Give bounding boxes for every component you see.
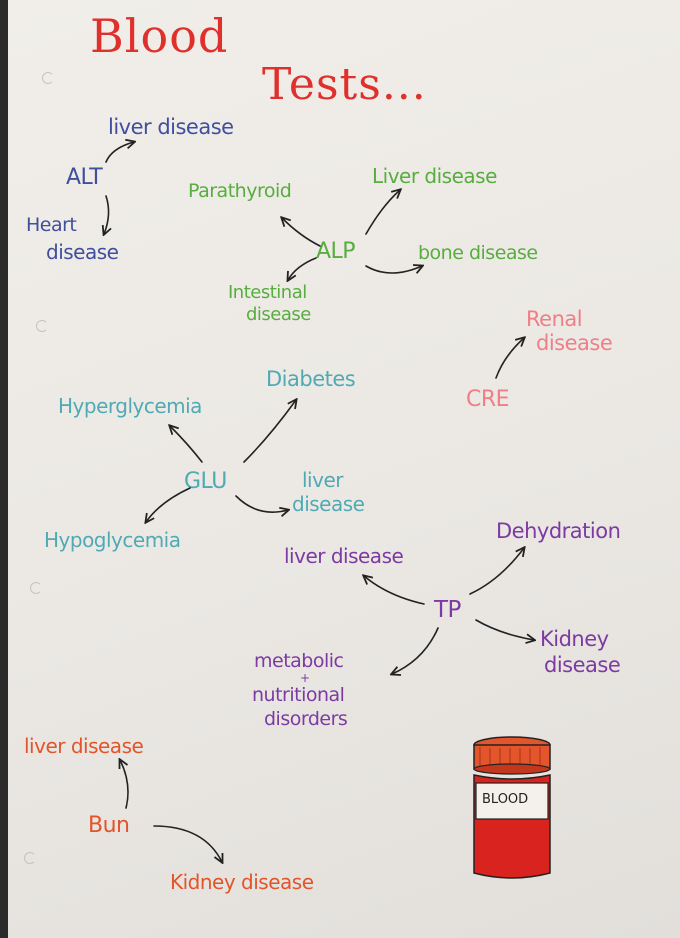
glu-target-liver-disease: disease [292,492,365,516]
cre-target-renal-disease: disease [536,331,613,355]
tp-target-kidney: Kidney [540,627,609,651]
arrow-alp-parathyroid [282,218,321,247]
tp-target-plus: + [300,671,310,685]
notebook-page: Blood Tests... liver disease ALT Heart d… [8,0,680,938]
arrow-bun-liver [120,760,129,809]
arrow-alp-bone [365,266,422,273]
blood-jar-label: BLOOD [482,792,529,807]
alp-target-intestinal: Intestinal [228,282,307,303]
binder-hole [30,582,42,594]
blood-jar-illustration: BLOOD [466,735,558,889]
bun-target-liver-disease: liver disease [24,734,144,758]
tp-target-disorders: disorders [264,708,348,730]
glu-node: GLU [184,469,227,494]
binder-hole [42,72,54,84]
alt-target-heart: Heart [26,214,77,236]
tp-target-dehydration: Dehydration [496,519,621,543]
arrow-glu-hyperglycemia [170,426,203,463]
arrow-tp-kidney [475,619,534,640]
blood-jar-icon [473,736,551,879]
tp-node: TP [434,597,461,623]
alp-target-parathyroid: Parathyroid [188,180,292,202]
arrow-alt-liver [105,142,134,163]
arrow-alp-liver [365,190,400,235]
arrow-alt-heart [104,195,109,234]
arrow-cre-renal [495,338,524,379]
alp-node: ALP [316,239,356,264]
bun-target-kidney-disease: Kidney disease [170,870,314,894]
arrow-glu-diabetes [243,400,296,463]
cre-node: CRE [466,387,510,412]
alt-target-heart-disease: disease [46,240,119,264]
binder-hole [36,320,48,332]
arrow-glu-liver [235,495,288,512]
arrow-bun-kidney [153,825,222,862]
binder-hole [24,852,36,864]
glu-target-diabetes: Diabetes [266,367,356,391]
title-line-1: Blood [90,9,229,63]
title-line-2: Tests... [262,59,427,110]
arrow-tp-dehydration [469,548,524,595]
glu-target-liver: liver [302,468,343,492]
bun-node: Bun [88,813,130,838]
tp-target-nutritional: nutritional [252,684,345,706]
alp-target-liver-disease: Liver disease [372,164,497,188]
tp-target-kidney-disease: disease [544,653,621,677]
cre-target-renal: Renal [526,307,583,331]
tp-target-metabolic: metabolic [254,650,344,672]
arrow-tp-metabolic [392,627,439,674]
alt-node: ALT [66,165,103,190]
alp-target-bone-disease: bone disease [418,242,538,264]
arrow-alp-intestinal [288,257,317,280]
arrows-layer [8,0,680,938]
alp-target-intestinal-disease: disease [246,304,311,325]
glu-target-hypoglycemia: Hypoglycemia [44,528,181,552]
tp-target-liver-disease: liver disease [284,544,404,568]
arrow-tp-liver [364,576,425,605]
glu-target-hyperglycemia: Hyperglycemia [58,394,202,418]
arrow-glu-hypoglycemia [146,487,191,522]
alt-target-liver-disease: liver disease [108,115,234,139]
